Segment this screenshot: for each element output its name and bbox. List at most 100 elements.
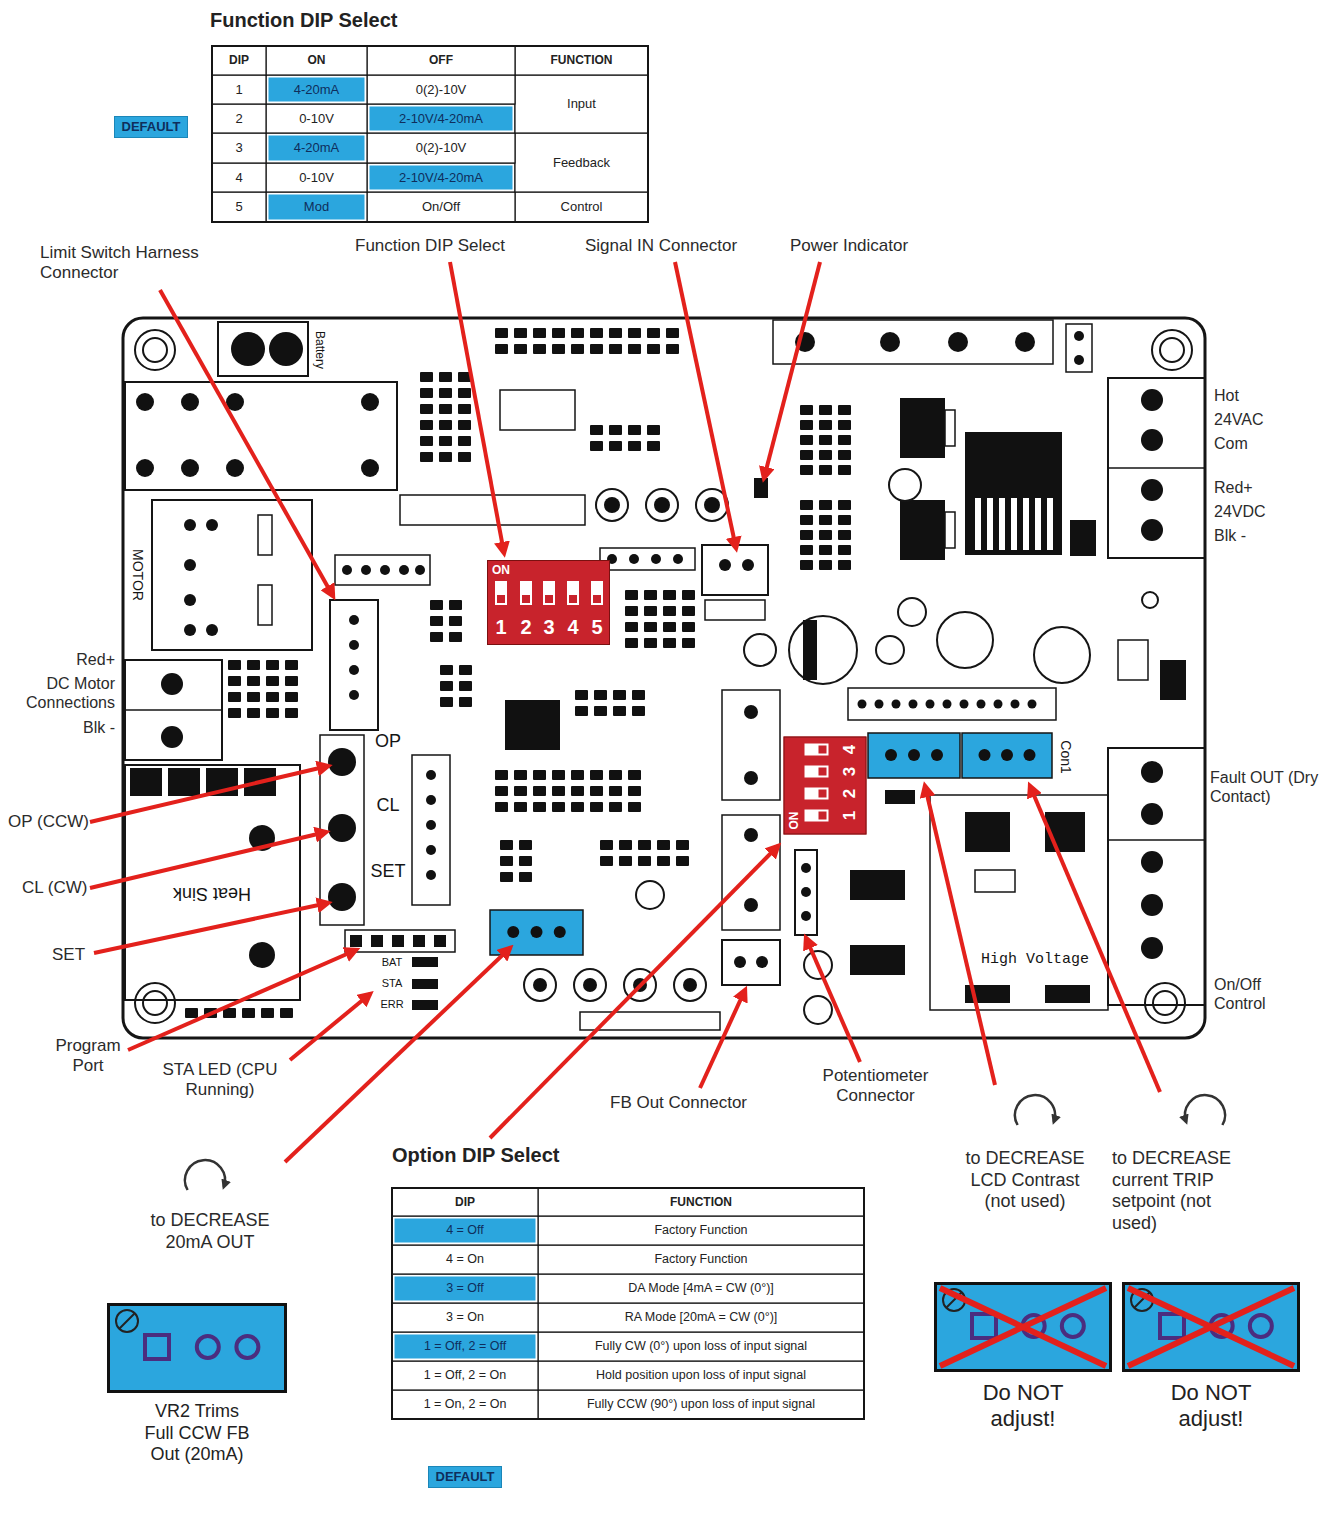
smd-part bbox=[657, 856, 670, 866]
table-cell: 3 = Off bbox=[394, 1275, 536, 1302]
pin bbox=[361, 459, 379, 477]
table-cell: Hold position upon loss of input signal bbox=[540, 1362, 862, 1389]
table-cell: 4 = On bbox=[394, 1246, 536, 1273]
mounting-hole bbox=[1145, 983, 1185, 1023]
smd-part bbox=[628, 344, 641, 354]
pin bbox=[1141, 851, 1163, 873]
capacitor bbox=[583, 978, 597, 992]
pin bbox=[328, 883, 356, 911]
pin bbox=[629, 554, 639, 564]
table-cell: 2-10V/4-20mA bbox=[369, 105, 513, 132]
pin bbox=[1011, 700, 1020, 709]
smd-part bbox=[838, 500, 851, 510]
smd-part bbox=[800, 560, 813, 570]
capacitor bbox=[596, 489, 628, 521]
capacitor bbox=[646, 489, 678, 521]
ic-fin bbox=[999, 498, 1005, 550]
mounting-hole bbox=[1160, 338, 1184, 362]
table-cell: DA Mode [4mA = CW (0°)] bbox=[540, 1275, 862, 1302]
pin bbox=[742, 559, 754, 571]
leader-line bbox=[764, 262, 820, 478]
smd-part bbox=[439, 388, 452, 398]
table-header: DIP bbox=[214, 47, 264, 74]
smd-part bbox=[514, 770, 527, 780]
smd-part bbox=[449, 632, 462, 642]
smd-part bbox=[632, 690, 645, 700]
divider bbox=[1108, 839, 1205, 841]
smd-part bbox=[625, 606, 638, 616]
callout-label: to DECREASE 20mA OUT bbox=[140, 1210, 280, 1253]
rotate-arrow-icon bbox=[1015, 1095, 1055, 1125]
table-cell-bg bbox=[367, 133, 515, 163]
smd-part bbox=[638, 856, 651, 866]
pin bbox=[413, 935, 425, 947]
pin bbox=[136, 459, 154, 477]
smd-part bbox=[632, 706, 645, 716]
smd-part bbox=[228, 708, 241, 718]
smd-part bbox=[285, 708, 298, 718]
smd-part bbox=[819, 530, 832, 540]
table-cell-bg bbox=[392, 1188, 538, 1216]
smd-part bbox=[571, 328, 584, 338]
pin bbox=[1074, 355, 1084, 365]
terminal-block bbox=[125, 660, 222, 760]
header bbox=[335, 555, 430, 585]
table-cell-bg bbox=[367, 46, 515, 75]
smd-part bbox=[644, 590, 657, 600]
rotate-arrow-icon bbox=[185, 1160, 225, 1190]
terminal-label: Blk - bbox=[1214, 526, 1246, 545]
pin bbox=[361, 393, 379, 411]
regulator bbox=[900, 398, 945, 458]
pot-box bbox=[936, 1284, 1111, 1371]
silkscreen-label: OP bbox=[375, 731, 401, 753]
ic-fin bbox=[987, 498, 993, 550]
pin bbox=[892, 700, 901, 709]
smd-part bbox=[459, 665, 472, 675]
dip-toggle-knob bbox=[569, 595, 577, 603]
circuit-board bbox=[123, 318, 1205, 1038]
smd-part bbox=[609, 441, 622, 451]
smd-part bbox=[644, 622, 657, 632]
capacitor bbox=[789, 616, 857, 684]
smd-part bbox=[838, 420, 851, 430]
smd-part bbox=[594, 706, 607, 716]
pin bbox=[801, 887, 811, 897]
smd-part bbox=[420, 436, 433, 446]
pin bbox=[184, 594, 196, 606]
smd-part bbox=[185, 1008, 198, 1018]
table-cell-bg bbox=[367, 163, 515, 192]
pin bbox=[1001, 749, 1013, 761]
smd-part bbox=[590, 786, 603, 796]
smd-part bbox=[440, 665, 453, 675]
trim-potentiometer bbox=[868, 733, 960, 778]
smd-part bbox=[644, 638, 657, 648]
table-cell-bg bbox=[266, 75, 367, 104]
table-header: FUNCTION bbox=[517, 47, 646, 74]
component bbox=[1142, 592, 1158, 608]
pin bbox=[328, 814, 356, 842]
smd-part bbox=[533, 802, 546, 812]
capacitor bbox=[1034, 627, 1090, 683]
smd-part bbox=[682, 590, 695, 600]
smd-part bbox=[657, 840, 670, 850]
capacitor bbox=[898, 598, 926, 626]
smd-part bbox=[663, 638, 676, 648]
node-text: 5 bbox=[588, 615, 606, 639]
pin bbox=[744, 828, 758, 842]
ic-fin bbox=[1047, 498, 1053, 550]
pin bbox=[392, 935, 404, 947]
table-cell-bg bbox=[392, 1332, 538, 1361]
smd-part bbox=[242, 1008, 255, 1018]
smd-part bbox=[285, 676, 298, 686]
smd-part bbox=[519, 856, 532, 866]
capacitor bbox=[674, 969, 706, 1001]
pin bbox=[943, 700, 952, 709]
table-cell: 4-20mA bbox=[268, 134, 365, 162]
terminal-label: 24VAC bbox=[1214, 410, 1264, 429]
pin bbox=[349, 615, 359, 625]
leader-line bbox=[160, 290, 333, 596]
table-cell-bg bbox=[538, 1274, 864, 1303]
trim-potentiometer bbox=[490, 910, 583, 955]
dip-toggle bbox=[543, 581, 555, 605]
smd-part bbox=[552, 786, 565, 796]
